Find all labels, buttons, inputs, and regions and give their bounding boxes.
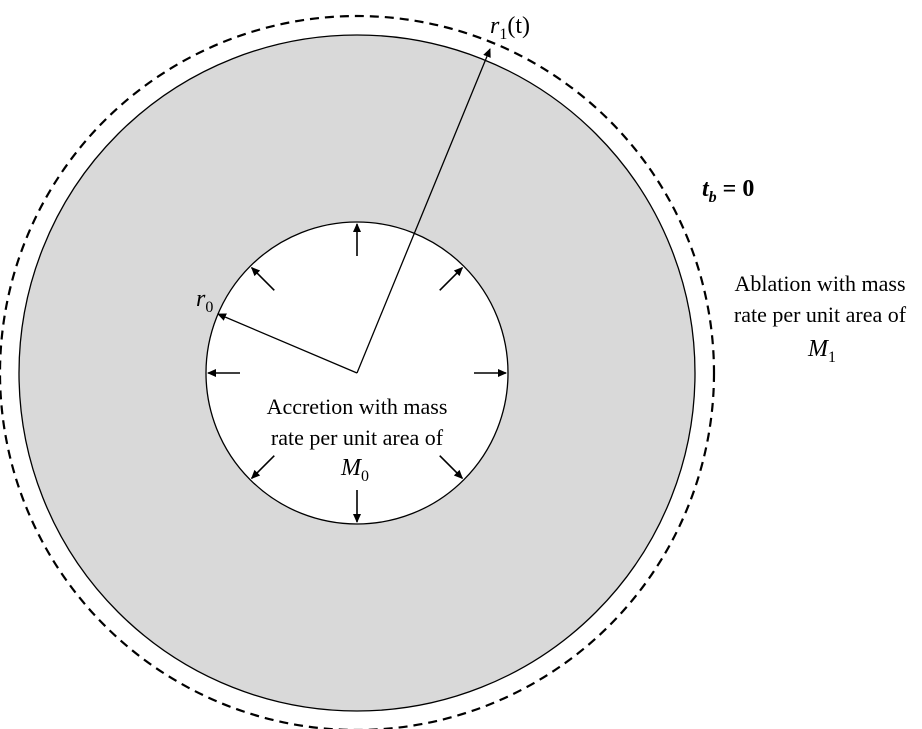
inner-radius-line (217, 313, 358, 374)
outer-radius-line (356, 48, 491, 374)
accretion-arrows (207, 223, 507, 523)
outer-dashed-boundary (0, 15, 715, 729)
outer-radius-label: r1(t) (490, 13, 530, 43)
boundary-condition-label: tb = 0 (702, 176, 754, 206)
accretion-label: Accretion with mass rate per unit area o… (267, 394, 448, 485)
ablation-label: Ablation with mass rate per unit area of… (734, 271, 907, 366)
accretion-arrow-north-west (250, 266, 275, 291)
accretion-arrow-south-east (439, 455, 464, 480)
inner-radius-label: r0 (196, 286, 213, 316)
svg-text:rate per unit area of: rate per unit area of (734, 302, 907, 327)
accretion-arrow-south-west (250, 455, 275, 480)
svg-text:Accretion with mass: Accretion with mass (267, 394, 448, 419)
svg-text:rate per unit area of: rate per unit area of (271, 425, 444, 450)
accretion-arrow-north-east (439, 266, 464, 291)
svg-text:M1: M1 (807, 336, 836, 366)
svg-text:M0: M0 (340, 455, 369, 485)
svg-text:Ablation with mass: Ablation with mass (734, 271, 905, 296)
